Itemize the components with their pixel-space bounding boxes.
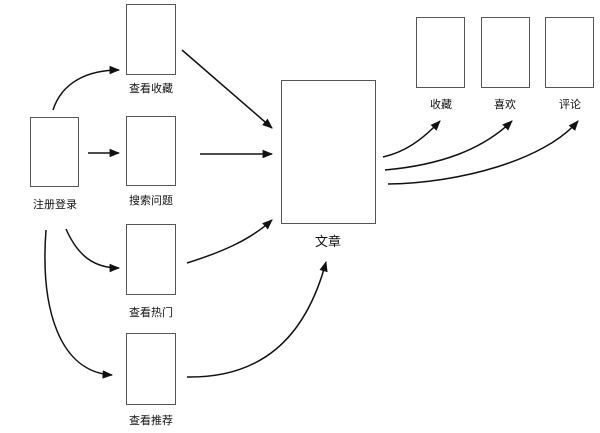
edge-recommended-to-article — [186, 260, 328, 378]
edge-login-to-favorites — [52, 65, 121, 111]
node-favorite — [416, 17, 465, 88]
label-favorite: 收藏 — [430, 98, 452, 111]
node-comment — [545, 17, 594, 88]
label-article: 文章 — [314, 235, 342, 250]
node-article — [281, 80, 376, 224]
label-view-hot: 查看热门 — [129, 306, 173, 319]
node-view-favorites — [126, 4, 176, 75]
label-comment: 评论 — [559, 98, 581, 111]
label-like: 喜欢 — [494, 98, 516, 111]
label-view-favorites: 查看收藏 — [129, 82, 173, 95]
edge-hot-to-article — [186, 219, 273, 264]
edge-article-to-favorite — [382, 120, 441, 158]
node-view-recommended — [126, 333, 176, 405]
edge-login-to-recommended — [44, 229, 114, 379]
edge-login-to-hot — [65, 228, 121, 273]
node-view-hot — [126, 224, 176, 295]
edge-favorites-to-article — [181, 49, 273, 129]
node-like — [481, 17, 530, 88]
node-register-login — [30, 117, 79, 187]
label-view-recommended: 查看推荐 — [129, 414, 173, 427]
label-register-login: 注册登录 — [33, 198, 77, 211]
node-search-questions — [126, 116, 176, 186]
edge-article-to-comment — [387, 120, 579, 185]
edge-article-to-like — [384, 120, 513, 171]
label-search-questions: 搜索问题 — [129, 194, 173, 207]
